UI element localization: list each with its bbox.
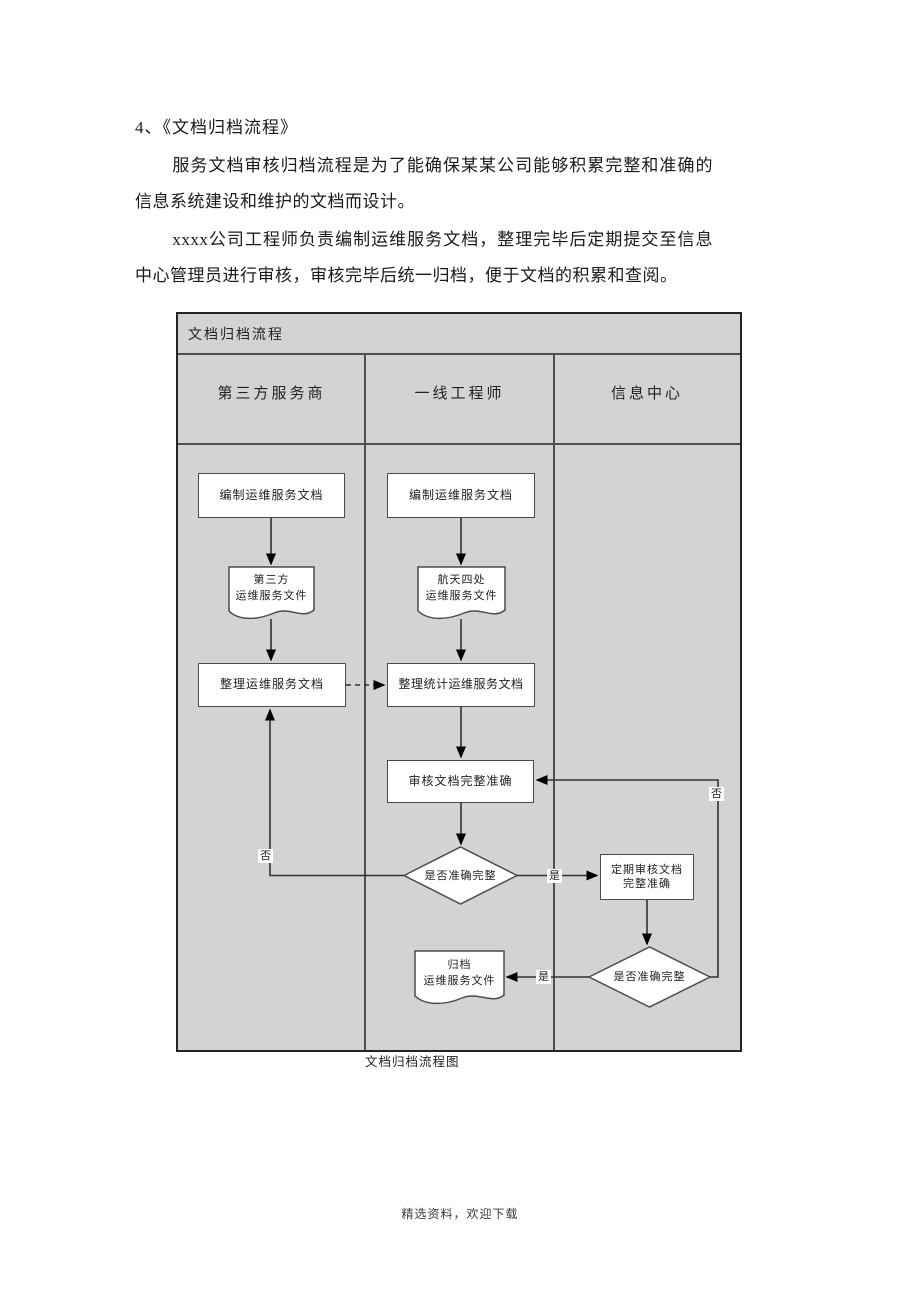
page-footer: 精选资料，欢迎下载 [401,1207,519,1221]
edge-label-yes-1: 是 [547,869,562,883]
edge-label-no-2: 否 [709,787,724,801]
swimlane-grid [178,353,740,1050]
periodic-review-line2: 完整准确 [623,878,671,890]
label-decision-1: 是否准确完整 [424,870,497,882]
paragraph-1: 服务文档审核归档流程是为了能确保某某公司能够积累完整和准确的信息系统建设和维护的… [135,156,713,211]
paragraph-2: xxxx公司工程师负责编制运维服务文档，整理完毕后定期提交至信息中心管理员进行审… [135,230,713,285]
node-compile-doc-vendor: 编制运维服务文档 [198,473,345,518]
node-periodic-review: 定期审核文档 完整准确 [600,854,694,900]
node-organize-doc-vendor: 整理运维服务文档 [198,663,346,707]
lane-header-third-party: 第三方服务商 [217,385,326,402]
flowchart-title: 文档归档流程 [188,326,284,342]
lane-header-info-center: 信息中心 [610,385,683,402]
section-heading: 4、《文档归档流程》 [135,118,298,137]
figure-caption: 文档归档流程图 [365,1055,460,1069]
label-decision-2: 是否准确完整 [613,971,686,983]
label-archive-file: 归档 运维服务文件 [423,959,496,987]
flowchart-canvas [178,353,740,1050]
lane-header-frontline-engineer: 一线工程师 [414,385,505,402]
document-shape-vendor-file [228,566,315,620]
document-shape-engineer-file [417,566,506,620]
edge-label-no-1: 否 [258,849,273,863]
label-vendor-file: 第三方 运维服务文件 [235,574,308,602]
document-shape-archive-file [414,950,505,1005]
flowchart: 文档归档流程 第三方服务商 一线工程师 信息中心 编制运维服务文档 编制运维服务… [176,312,742,1052]
flow-arrows [265,518,719,982]
node-compile-doc-engineer: 编制运维服务文档 [387,473,535,518]
periodic-review-line1: 定期审核文档 [611,863,683,876]
node-organize-stat-doc: 整理统计运维服务文档 [387,663,535,707]
node-review-doc: 审核文档完整准确 [387,760,534,803]
label-engineer-file: 航天四处 运维服务文件 [425,574,498,602]
edge-label-yes-2: 是 [536,970,551,984]
